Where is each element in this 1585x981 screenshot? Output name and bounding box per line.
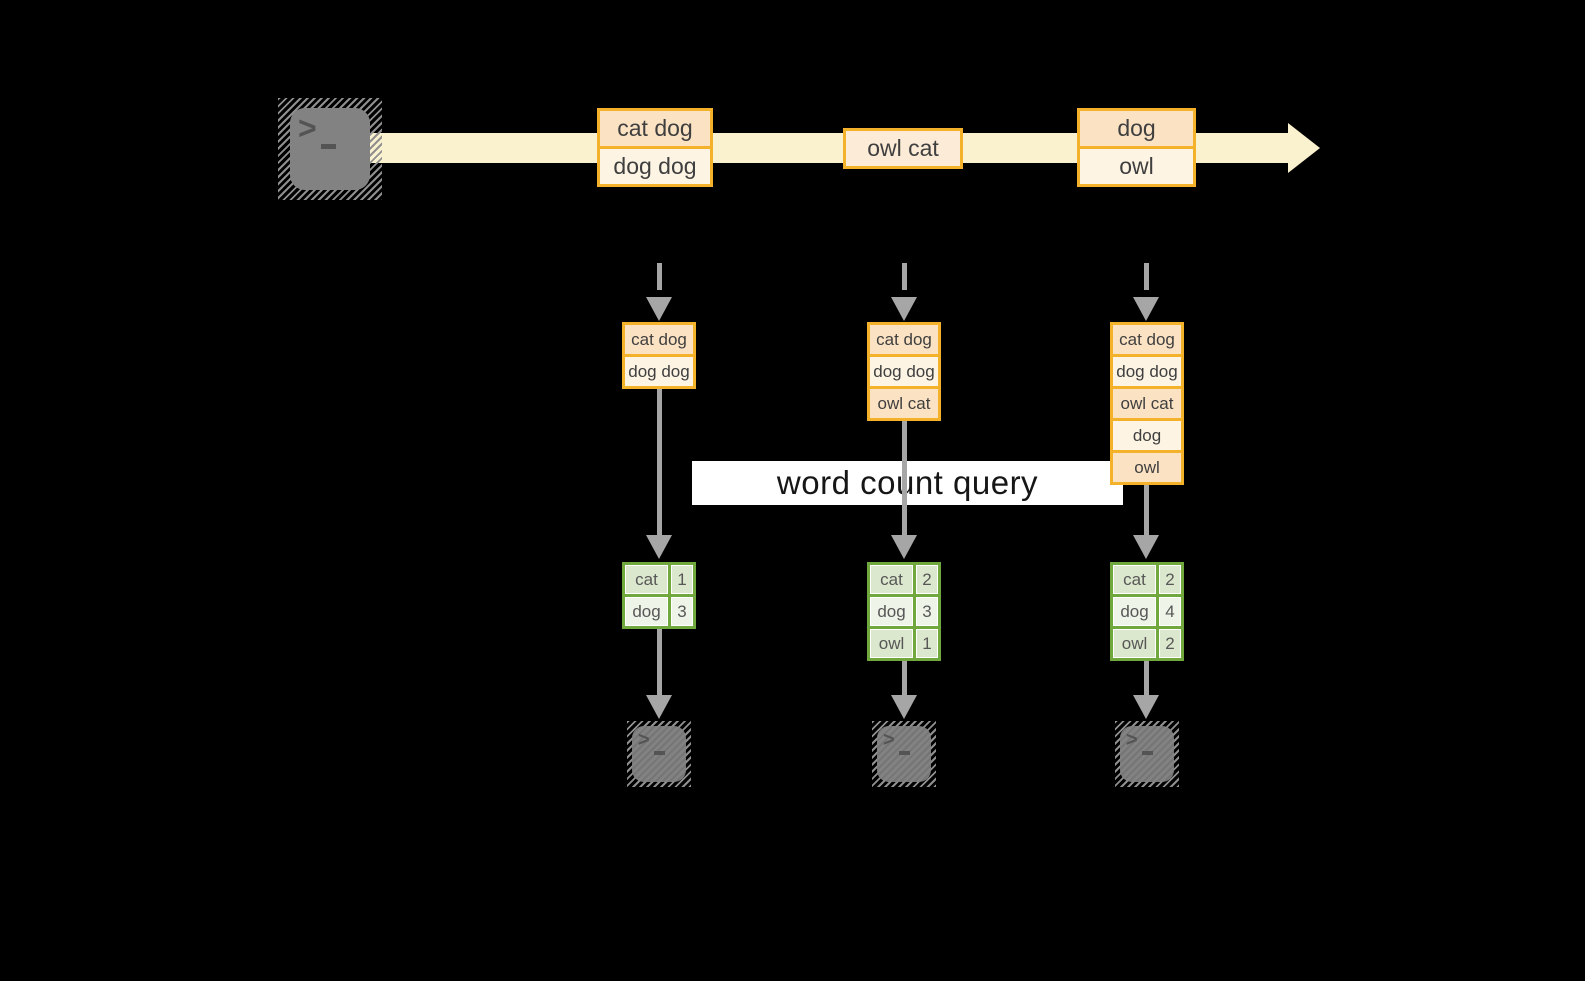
output-terminal-icon: >	[872, 721, 936, 787]
batch-line: owl cat	[870, 389, 938, 418]
micro-batch-arrow-dash	[657, 263, 662, 290]
count-cell: 2	[1159, 629, 1181, 658]
word-count-table-3: cat 2 dog 4 owl 2	[1110, 562, 1184, 661]
batch-box-2: owl cat	[843, 128, 963, 169]
terminal-prompt-icon: >	[638, 729, 650, 751]
query-arrow-line	[1144, 485, 1149, 535]
batch-box-1: cat dog dog dog	[597, 108, 713, 187]
accumulated-batch-box-1: cat dog dog dog	[622, 322, 696, 389]
count-cell: 1	[916, 629, 938, 658]
count-cell: 3	[671, 597, 693, 626]
batch-line: dog	[1080, 111, 1193, 146]
query-arrow-line	[902, 421, 907, 535]
batch-line: dog dog	[870, 357, 938, 386]
count-cell: 1	[671, 565, 693, 594]
output-terminal-icon: >	[1115, 721, 1179, 787]
batch-line: dog dog	[625, 357, 693, 386]
batch-line: dog dog	[600, 149, 710, 184]
output-arrow-head-icon	[891, 695, 917, 719]
word-cell: dog	[625, 597, 668, 626]
batch-line: cat dog	[870, 325, 938, 354]
batch-line: owl	[1113, 453, 1181, 482]
query-arrow-head-icon	[646, 535, 672, 559]
query-arrow-head-icon	[1133, 535, 1159, 559]
micro-batch-arrow-head-icon	[646, 297, 672, 321]
terminal-prompt-icon: >	[883, 729, 895, 751]
count-cell: 2	[916, 565, 938, 594]
count-cell: 3	[916, 597, 938, 626]
query-arrow-line	[657, 389, 662, 535]
accumulated-batch-box-3: cat dog dog dog owl cat dog owl	[1110, 322, 1184, 485]
word-cell: dog	[1113, 597, 1156, 626]
count-cell: 4	[1159, 597, 1181, 626]
terminal-underscore-icon	[1142, 751, 1153, 755]
accumulated-batch-box-2: cat dog dog dog owl cat	[867, 322, 941, 421]
micro-batch-arrow-head-icon	[1133, 297, 1159, 321]
output-arrow-line	[902, 661, 907, 695]
terminal-underscore-icon	[321, 144, 336, 149]
batch-line: owl	[1080, 149, 1193, 184]
terminal-prompt-icon: >	[298, 110, 317, 146]
output-arrow-line	[1144, 661, 1149, 695]
input-terminal-icon: >	[278, 98, 382, 200]
batch-line: cat dog	[600, 111, 710, 146]
word-cell: owl	[870, 629, 913, 658]
batch-line: dog	[1113, 421, 1181, 450]
word-cell: owl	[1113, 629, 1156, 658]
word-count-table-2: cat 2 dog 3 owl 1	[867, 562, 941, 661]
batch-line: cat dog	[1113, 325, 1181, 354]
terminal-underscore-icon	[899, 751, 910, 755]
micro-batch-arrow-head-icon	[891, 297, 917, 321]
query-label-box: word count query	[692, 461, 1123, 505]
batch-line: owl cat	[1113, 389, 1181, 418]
output-terminal-icon: >	[627, 721, 691, 787]
query-arrow-head-icon	[891, 535, 917, 559]
stream-timeline-arrowhead-icon	[1288, 123, 1320, 173]
count-cell: 2	[1159, 565, 1181, 594]
micro-batch-arrow-dash	[902, 263, 907, 290]
word-cell: dog	[870, 597, 913, 626]
output-arrow-head-icon	[1133, 695, 1159, 719]
batch-box-3: dog owl	[1077, 108, 1196, 187]
terminal-underscore-icon	[654, 751, 665, 755]
batch-line: dog dog	[1113, 357, 1181, 386]
word-cell: cat	[870, 565, 913, 594]
output-arrow-line	[657, 629, 662, 695]
query-label: word count query	[776, 464, 1039, 501]
word-count-table-1: cat 1 dog 3	[622, 562, 696, 629]
output-arrow-head-icon	[646, 695, 672, 719]
micro-batch-arrow-dash	[1144, 263, 1149, 290]
terminal-prompt-icon: >	[1126, 729, 1138, 751]
word-cell: cat	[1113, 565, 1156, 594]
word-cell: cat	[625, 565, 668, 594]
batch-line: owl cat	[846, 131, 960, 166]
batch-line: cat dog	[625, 325, 693, 354]
